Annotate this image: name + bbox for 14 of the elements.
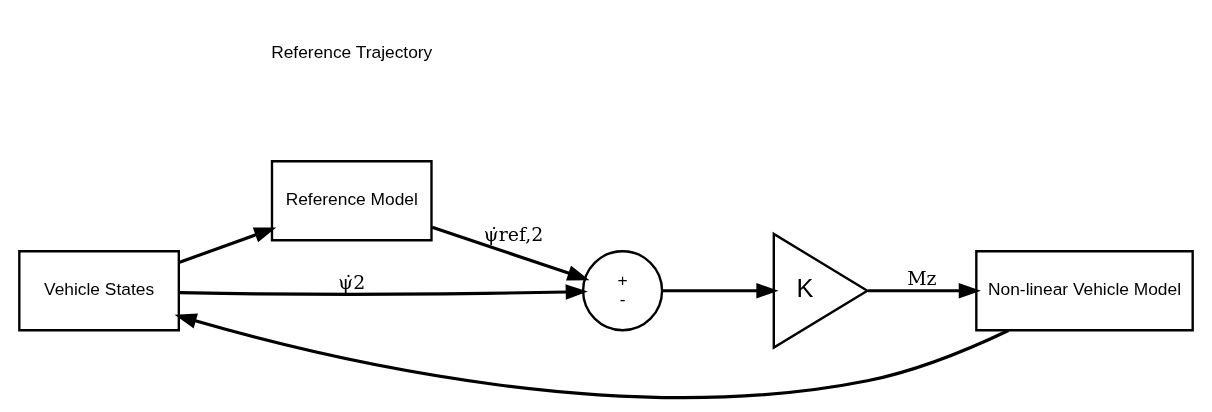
edge-label: ψ̇ref,2 xyxy=(483,223,544,246)
arrow xyxy=(174,313,1010,399)
arrow xyxy=(178,284,588,300)
arrow xyxy=(178,227,277,264)
arrow xyxy=(662,283,779,299)
label: Reference Trajectory xyxy=(271,42,433,63)
node-circle: + - xyxy=(581,250,664,332)
edge-label: ψ̇2 xyxy=(338,270,366,293)
node-box: Non-linear Vehicle Model xyxy=(975,250,1194,332)
arrow xyxy=(867,283,981,299)
node-box: Reference Model xyxy=(270,160,433,242)
node-box: Vehicle States xyxy=(18,250,180,332)
arrow xyxy=(431,225,590,281)
edge-label: Mz xyxy=(907,267,937,290)
